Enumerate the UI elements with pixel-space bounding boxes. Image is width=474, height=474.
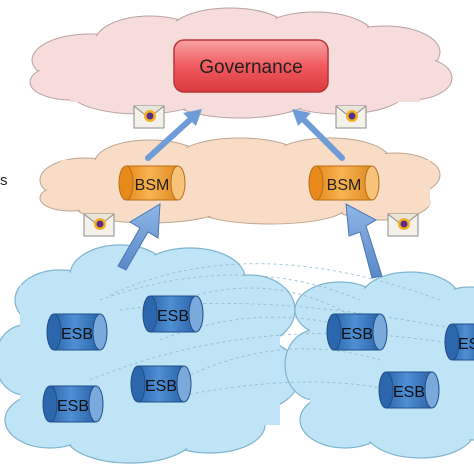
esb-label: ESB bbox=[458, 336, 474, 353]
governance-label: Governance bbox=[199, 57, 303, 78]
esb-node: ESB bbox=[130, 365, 192, 403]
bsm-node: BSM bbox=[308, 165, 380, 201]
esb-label: ESB bbox=[145, 378, 177, 395]
esb-label: ESB bbox=[393, 384, 425, 401]
envelope-icon bbox=[83, 213, 115, 237]
envelope-icon bbox=[335, 105, 367, 129]
arrow-bsm-to-governance bbox=[292, 109, 345, 161]
esb-node: ESB bbox=[142, 295, 204, 333]
esb-label: ESB bbox=[57, 398, 89, 415]
esb-node: ESB bbox=[444, 323, 474, 361]
esb-label: ESB bbox=[341, 326, 373, 343]
esb-cloud-left bbox=[0, 244, 301, 464]
arrow-esb-to-bsm bbox=[117, 203, 161, 271]
arrow-bsm-to-governance bbox=[145, 109, 202, 161]
envelope-icon bbox=[133, 105, 165, 129]
esb-label: ESB bbox=[157, 308, 189, 325]
governance-node: Governance bbox=[173, 39, 329, 93]
bsm-label: BSM bbox=[327, 177, 362, 194]
bsm-label: BSM bbox=[135, 177, 170, 194]
esb-node: ESB bbox=[378, 371, 440, 409]
esb-node: ESB bbox=[326, 313, 388, 351]
esb-node: ESB bbox=[42, 385, 104, 423]
esb-label: ESB bbox=[61, 326, 93, 343]
envelope-icon bbox=[387, 213, 419, 237]
side-text-fragment: s bbox=[0, 172, 8, 189]
bsm-node: BSM bbox=[118, 165, 186, 201]
arrow-esb-to-bsm bbox=[345, 203, 383, 279]
bsm-cloud bbox=[39, 137, 441, 225]
esb-cloud-right bbox=[284, 271, 474, 459]
esb-node: ESB bbox=[46, 313, 108, 351]
governance-cloud bbox=[29, 7, 453, 119]
